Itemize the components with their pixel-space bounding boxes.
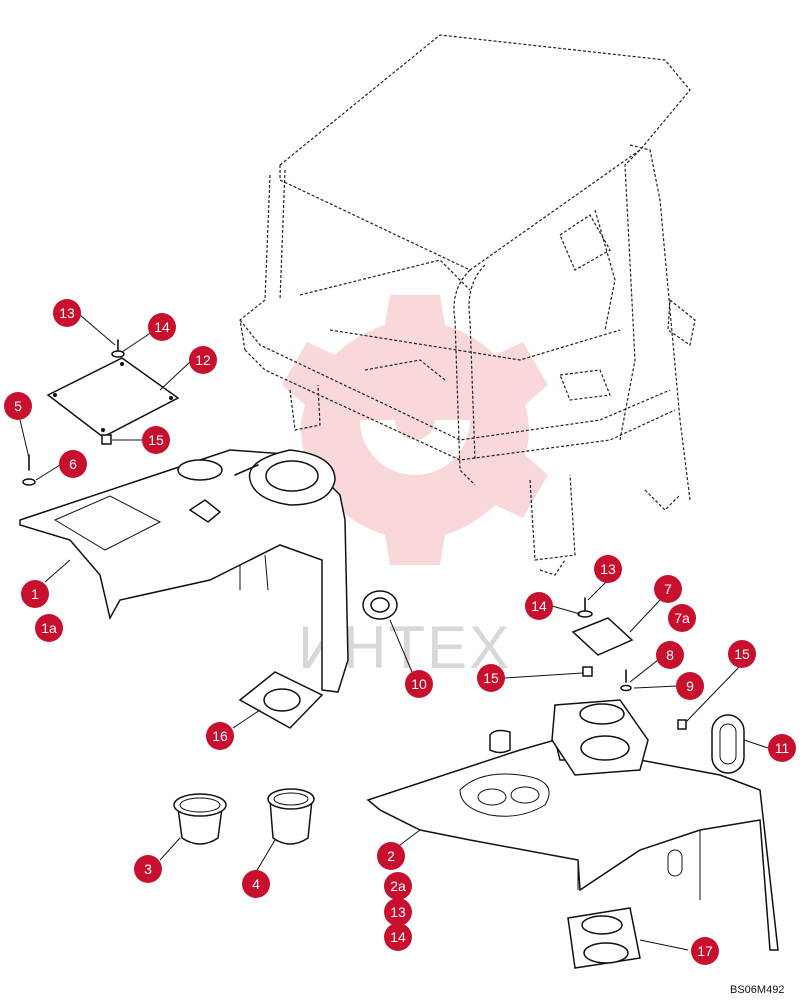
callout-17: 17 — [691, 937, 719, 965]
svg-text:1a: 1a — [41, 620, 57, 636]
callout-3: 3 — [134, 855, 162, 883]
callout-1a: 1a — [35, 614, 63, 642]
gasket-16 — [238, 671, 324, 729]
callout-5: 5 — [4, 392, 32, 420]
svg-text:13: 13 — [600, 561, 616, 577]
svg-text:6: 6 — [69, 456, 77, 472]
callout-6: 6 — [59, 450, 87, 478]
svg-text:1: 1 — [31, 586, 39, 602]
callout-4: 4 — [242, 870, 270, 898]
boot-10 — [362, 590, 398, 620]
right-console-2 — [366, 699, 779, 951]
callout-7: 7 — [654, 575, 682, 603]
svg-text:7: 7 — [664, 581, 672, 597]
callout-1: 1 — [21, 580, 49, 608]
hardware-right — [571, 597, 687, 730]
callout-13: 13 — [384, 898, 412, 926]
gasket-17 — [567, 907, 641, 969]
callout-10: 10 — [405, 670, 433, 698]
callout-9: 9 — [676, 672, 704, 700]
callout-2: 2 — [377, 842, 405, 870]
callout-13: 13 — [53, 299, 81, 327]
svg-text:8: 8 — [666, 647, 674, 663]
svg-text:14: 14 — [390, 929, 406, 945]
callout-8: 8 — [656, 641, 684, 669]
rops-frame — [239, 34, 696, 576]
callout-14: 14 — [384, 923, 412, 951]
svg-text:15: 15 — [734, 646, 750, 662]
callout-12: 12 — [189, 346, 217, 374]
leader-lines — [19, 314, 769, 951]
svg-text:2a: 2a — [390, 878, 406, 894]
callout-14: 14 — [148, 313, 176, 341]
cup-holder-3 — [173, 793, 227, 845]
svg-text:7a: 7a — [674, 610, 690, 626]
callout-7a: 7a — [668, 604, 696, 632]
left-console-1 — [19, 449, 349, 693]
callout-16: 16 — [206, 722, 234, 750]
svg-text:4: 4 — [252, 876, 260, 892]
watermark-gear-icon — [282, 295, 548, 565]
svg-text:16: 16 — [212, 728, 228, 744]
callout-2a: 2a — [384, 872, 412, 900]
callout-13: 13 — [594, 555, 622, 583]
svg-text:5: 5 — [14, 398, 22, 414]
svg-text:3: 3 — [144, 861, 152, 877]
svg-text:9: 9 — [686, 678, 694, 694]
svg-text:2: 2 — [387, 848, 395, 864]
svg-text:14: 14 — [154, 319, 170, 335]
svg-text:12: 12 — [195, 352, 211, 368]
svg-text:14: 14 — [531, 598, 547, 614]
svg-text:10: 10 — [411, 676, 427, 692]
svg-text:17: 17 — [697, 943, 713, 959]
drawing-code: BS06M492 — [730, 984, 784, 996]
svg-text:11: 11 — [775, 740, 790, 756]
cup-holder-4 — [267, 788, 315, 845]
callout-15: 15 — [728, 640, 756, 668]
svg-text:13: 13 — [59, 305, 75, 321]
svg-text:15: 15 — [148, 432, 164, 448]
callout-15: 15 — [477, 664, 505, 692]
callout-15: 15 — [142, 426, 170, 454]
svg-text:15: 15 — [483, 670, 499, 686]
callout-11: 11 — [768, 734, 796, 762]
grommet-11 — [711, 714, 745, 774]
callout-14: 14 — [525, 592, 553, 620]
svg-text:13: 13 — [390, 904, 406, 920]
plate-12 — [46, 357, 180, 438]
